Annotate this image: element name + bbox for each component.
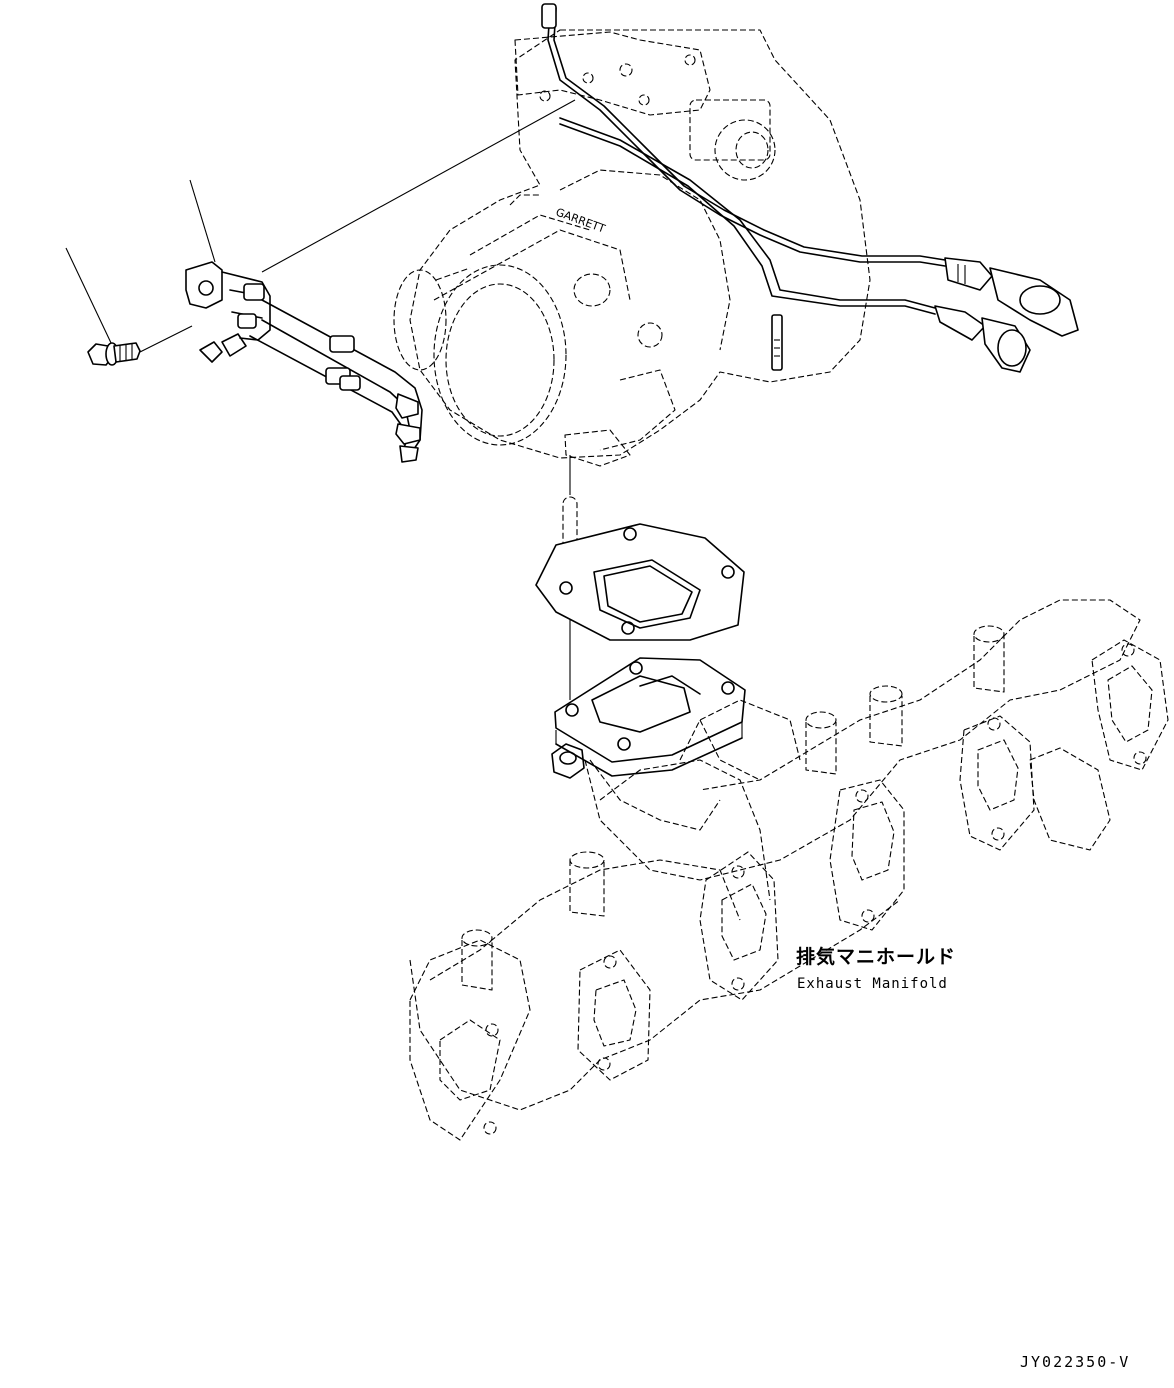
assembly-line-bracket-turbo	[261, 99, 576, 273]
harness-bracket	[185, 261, 423, 463]
leader-lines	[65, 99, 576, 700]
sensor-harness	[541, 3, 1079, 373]
turbo-gasket	[535, 523, 745, 641]
exhaust-manifold	[409, 599, 1169, 1141]
leader-line-bracket	[189, 179, 216, 263]
exhaust-manifold-label-en: Exhaust Manifold	[797, 976, 948, 992]
leader-line-bolt	[65, 247, 113, 346]
exhaust-manifold-label-jp: 排気マニホールド	[796, 946, 957, 968]
assembly-line-bolt	[139, 325, 193, 353]
flange-bolt	[87, 342, 141, 366]
flange-nut	[551, 743, 585, 779]
turbocharger: GARRETT	[393, 29, 871, 467]
drawing-number: JY022350-V	[1020, 1353, 1131, 1371]
